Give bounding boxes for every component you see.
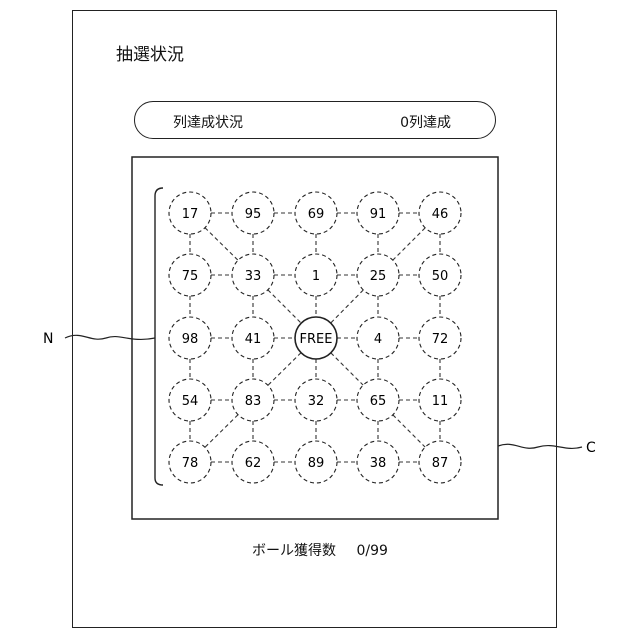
number-cell-label: 98 [182, 332, 199, 347]
number-cell: 32 [295, 379, 337, 421]
number-cell-label: 72 [432, 332, 449, 347]
number-cell: 4 [357, 317, 399, 359]
number-cell: 17 [169, 192, 211, 234]
number-cell-label: 4 [374, 332, 382, 347]
footer-ball-count: ボール獲得数 0/99 [0, 540, 640, 560]
number-cell: 78 [169, 441, 211, 483]
callout-label-c: C [586, 440, 596, 456]
number-cell: 1 [295, 254, 337, 296]
number-cell-label: 75 [182, 269, 199, 284]
cell-connector [205, 415, 238, 448]
number-cell-label: 25 [370, 269, 387, 284]
number-cell-label: 32 [308, 394, 325, 409]
number-cell: 65 [357, 379, 399, 421]
number-cell: 83 [232, 379, 274, 421]
number-cell-label: 41 [245, 332, 262, 347]
ball-count-value: 0/99 [357, 543, 388, 559]
free-cell-label: FREE [300, 332, 333, 347]
number-cell: 62 [232, 441, 274, 483]
number-cell-label: 89 [308, 456, 325, 471]
number-cell-label: 83 [245, 394, 262, 409]
number-cell: 98 [169, 317, 211, 359]
number-cell: 75 [169, 254, 211, 296]
cell-connector [268, 290, 301, 323]
number-cell-label: 62 [245, 456, 262, 471]
number-cell-label: 50 [432, 269, 449, 284]
number-cell-label: 11 [432, 394, 449, 409]
number-cell-label: 33 [245, 269, 262, 284]
ball-count-label: ボール獲得数 [252, 540, 336, 560]
number-cell-label: 17 [182, 207, 199, 222]
callout-line-n [65, 335, 155, 339]
number-cell: 95 [232, 192, 274, 234]
number-cell: 38 [357, 441, 399, 483]
cell-connector [268, 353, 301, 386]
number-cell: 91 [357, 192, 399, 234]
number-group-bracket [155, 188, 163, 485]
number-cell-label: 87 [432, 456, 449, 471]
number-cell-label: 1 [312, 269, 320, 284]
free-cell: FREE [295, 317, 337, 359]
cell-connector [331, 290, 364, 323]
number-cell: 89 [295, 441, 337, 483]
cell-connector [393, 415, 425, 447]
cell-connector [205, 228, 238, 261]
number-cell-label: 54 [182, 394, 199, 409]
callout-line-c [498, 444, 582, 448]
number-cell: 87 [419, 441, 461, 483]
number-cell: 69 [295, 192, 337, 234]
number-cell: 54 [169, 379, 211, 421]
number-cell: 33 [232, 254, 274, 296]
number-cell: 50 [419, 254, 461, 296]
number-cell-label: 91 [370, 207, 387, 222]
cell-connector [393, 228, 425, 260]
number-cell-label: 69 [308, 207, 325, 222]
number-cell-label: 78 [182, 456, 199, 471]
number-cell-label: 38 [370, 456, 387, 471]
number-cell-label: 46 [432, 207, 449, 222]
number-cell: 41 [232, 317, 274, 359]
number-cell-label: 95 [245, 207, 262, 222]
number-cell: 72 [419, 317, 461, 359]
number-cell: 25 [357, 254, 399, 296]
cell-connector [331, 353, 363, 385]
number-cell: 46 [419, 192, 461, 234]
number-cell-label: 65 [370, 394, 387, 409]
number-cell: 11 [419, 379, 461, 421]
callout-label-n: N [43, 331, 53, 347]
